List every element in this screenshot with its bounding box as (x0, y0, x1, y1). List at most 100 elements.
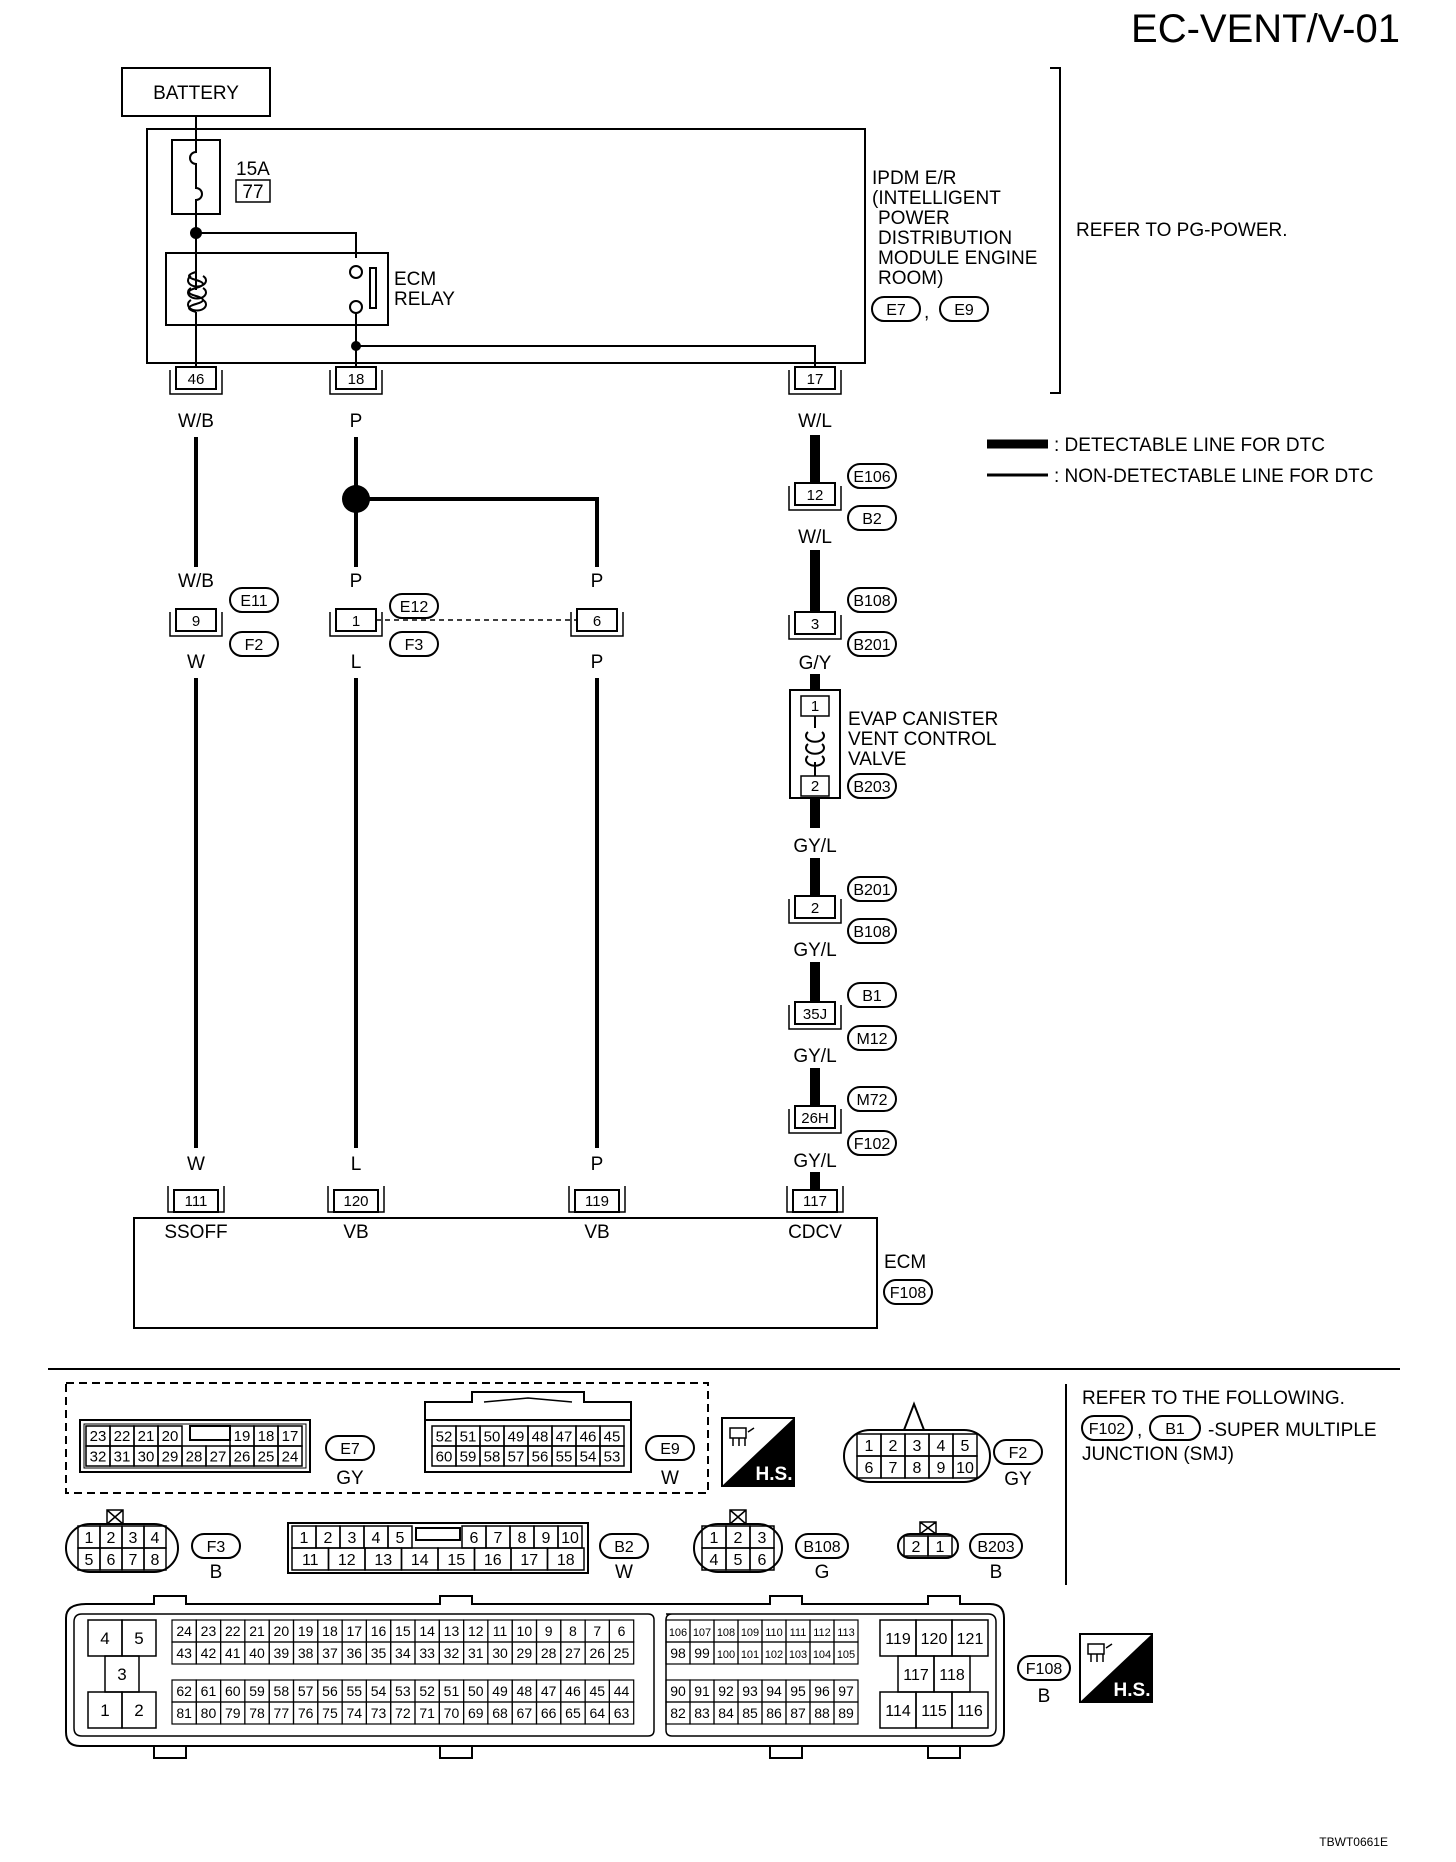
cavity-number: 49 (508, 1428, 525, 1445)
cavity-number: 27 (565, 1645, 581, 1661)
cavity-number: 36 (346, 1645, 362, 1661)
cavity-number: 3 (117, 1665, 126, 1684)
joint-label: 2 (811, 900, 819, 917)
conn-tag-label: B1 (862, 988, 882, 1005)
wire-color: P (350, 571, 363, 592)
cavity-number: 15 (395, 1623, 411, 1639)
pin-label: 119 (585, 1193, 609, 1210)
cavity-number: 60 (436, 1448, 453, 1465)
hs-icon: H.S. (1079, 1633, 1153, 1703)
cavity-number: 90 (670, 1683, 686, 1699)
cavity-number: 6 (107, 1552, 116, 1569)
ipdm-label-1: IPDM E/R (872, 168, 956, 189)
cavity-number: 2 (107, 1530, 116, 1547)
wire-color: W/L (798, 411, 832, 432)
ecm-signal: CDCV (788, 1222, 842, 1243)
hs-icon: H.S. (721, 1417, 795, 1487)
conn-tag (1149, 1415, 1201, 1441)
cavity-number: 6 (865, 1460, 874, 1477)
conn-tag-label: E9 (954, 302, 974, 319)
conn-tag-label: B201 (853, 637, 890, 654)
pin-bracket (327, 1186, 385, 1213)
b2-key (415, 1527, 461, 1541)
cavity-number: 3 (348, 1530, 357, 1547)
cavity-number: 108 (717, 1627, 735, 1639)
cavity-number: 18 (322, 1623, 338, 1639)
f2-body (843, 1429, 991, 1483)
conn-tag-label: B2 (614, 1539, 634, 1556)
ipdm-connector-group (65, 1382, 709, 1494)
wire-color: W/B (178, 571, 214, 592)
cavity-number: 56 (322, 1683, 338, 1699)
pin-label: 117 (803, 1193, 827, 1210)
valve-pin: 2 (811, 778, 819, 795)
conn-color: GY (1004, 1469, 1032, 1490)
cavity-number: 7 (889, 1460, 898, 1477)
battery-label: BATTERY (153, 83, 239, 104)
conn-color: G (815, 1562, 830, 1583)
cavity-number: 80 (201, 1705, 217, 1721)
conn-color: W (615, 1562, 633, 1583)
cavity-number: 8 (518, 1530, 527, 1547)
cavity-number: 4 (710, 1552, 719, 1569)
fuse-icon (189, 140, 203, 214)
legend-non-detectable: : NON-DETECTABLE LINE FOR DTC (1054, 466, 1374, 487)
pin-label: 17 (807, 371, 824, 388)
cavity-number: 73 (371, 1705, 387, 1721)
pin-box (175, 366, 217, 390)
cavity-number: 101 (741, 1649, 759, 1661)
cavity-number: 45 (589, 1683, 605, 1699)
cavity-number: 59 (249, 1683, 265, 1699)
conn-tag (883, 1279, 933, 1305)
ipdm-box (146, 128, 866, 364)
conn-color: W (661, 1468, 679, 1489)
pin-label: 46 (188, 371, 205, 388)
joint-box (794, 611, 836, 635)
cavity-number: 18 (258, 1428, 275, 1445)
cavity-number: 72 (395, 1705, 411, 1721)
cavity-number: 35 (371, 1645, 387, 1661)
conn-color: GY (336, 1468, 364, 1489)
cavity-number: 17 (520, 1552, 538, 1569)
cavity (277, 1445, 303, 1467)
cavity-number: 26 (234, 1448, 251, 1465)
conn-tag (229, 587, 279, 613)
cavity-number: 8 (913, 1460, 922, 1477)
joint-box (576, 608, 618, 632)
ecm-label: ECM (884, 1252, 926, 1273)
wire-color: GY/L (793, 836, 836, 857)
ipdm-label-6: ROOM) (878, 268, 943, 289)
b203-body (897, 1533, 959, 1559)
cavity-number: 95 (790, 1683, 806, 1699)
cavity-number: 42 (201, 1645, 217, 1661)
joint-bracket (788, 899, 842, 924)
wire-color: G/Y (799, 653, 832, 674)
relay-coil-loops-icon (187, 275, 207, 312)
joint-bracket (788, 1005, 842, 1030)
conn-tag (847, 1130, 897, 1156)
valve-label-2: VENT CONTROL (848, 729, 997, 750)
ipdm-17-wire (356, 345, 816, 375)
cavity-number: 56 (532, 1448, 549, 1465)
conn-tag (191, 1533, 241, 1559)
ipdm-label-4: DISTRIBUTION (878, 228, 1012, 249)
conn-tag-label: B108 (803, 1539, 840, 1556)
valve-pin: 1 (811, 698, 819, 715)
conn-tag (389, 631, 439, 657)
ipdm-label-2: (INTELLIGENT (872, 188, 1001, 209)
conn-tag-label: E7 (886, 302, 906, 319)
conn-tag-label: F108 (1026, 1661, 1063, 1678)
cavity-number: 115 (921, 1703, 947, 1720)
joint-label: 1 (352, 613, 360, 630)
cavity (143, 1547, 167, 1571)
conn-tag (847, 631, 897, 657)
cavity-number: 70 (444, 1705, 460, 1721)
cavity-number: 1 (100, 1701, 109, 1720)
cavity-number: 29 (517, 1645, 533, 1661)
cavity-number: 46 (565, 1683, 581, 1699)
cavity-number: 2 (912, 1539, 921, 1556)
